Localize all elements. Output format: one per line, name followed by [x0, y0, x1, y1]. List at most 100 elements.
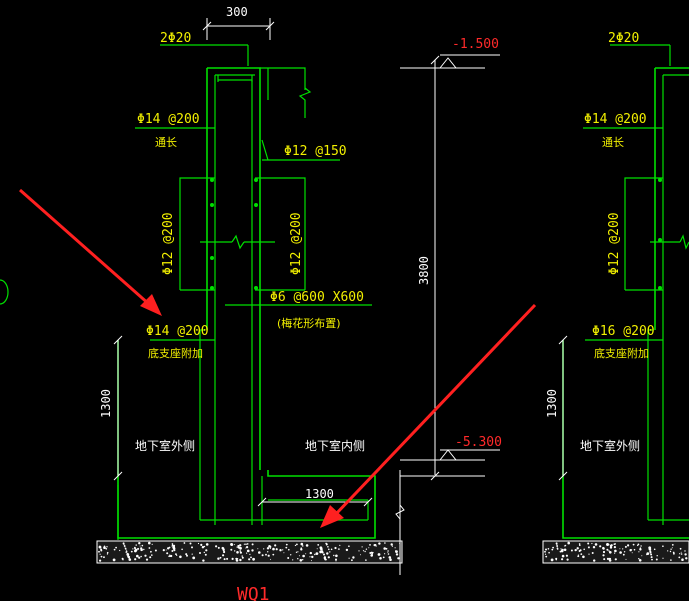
- gravel-speck: [670, 548, 672, 550]
- gravel-speck: [608, 559, 612, 562]
- gravel-speck: [249, 553, 251, 556]
- gravel-speck: [283, 552, 285, 554]
- gravel-speck: [673, 552, 675, 555]
- gravel-speck: [352, 556, 355, 559]
- right-phi14-200-label: Φ14 @200: [584, 112, 647, 127]
- gravel-speck: [316, 548, 318, 550]
- gravel-speck: [345, 548, 349, 552]
- gravel-speck: [622, 553, 625, 556]
- gravel-speck: [566, 558, 569, 561]
- gravel-speck: [633, 548, 636, 551]
- gravel-speck: [140, 555, 142, 558]
- gravel-speck: [154, 549, 157, 552]
- gravel-speck: [285, 546, 288, 549]
- gravel-speck: [99, 553, 101, 555]
- gravel-speck: [173, 544, 176, 547]
- gravel-speck: [592, 546, 596, 549]
- gravel-speck: [171, 545, 173, 547]
- gravel-speck: [577, 555, 579, 558]
- right-bar-2phi20-label: 2Φ20: [608, 31, 639, 46]
- gravel-speck: [335, 558, 337, 561]
- gravel-speck: [662, 545, 664, 547]
- gravel-speck: [300, 548, 303, 551]
- gravel-speck: [348, 557, 350, 559]
- gravel-speck: [261, 554, 264, 557]
- gravel-speck: [151, 554, 153, 556]
- gravel-speck: [325, 543, 328, 546]
- gravel-speck: [300, 542, 304, 546]
- gravel-speck: [287, 557, 290, 559]
- gravel-speck: [106, 553, 108, 555]
- gravel-speck: [641, 555, 643, 557]
- gravel-speck: [364, 550, 366, 553]
- gravel-speck: [179, 555, 182, 559]
- right-dim-1300-label: 1300: [545, 389, 559, 418]
- gravel-speck: [167, 547, 169, 550]
- gravel-speck: [285, 543, 288, 546]
- gravel-speck: [579, 549, 582, 552]
- gravel-speck: [279, 549, 282, 552]
- gravel-speck: [679, 553, 681, 555]
- gravel-speck: [671, 544, 674, 546]
- gravel-speck: [387, 550, 389, 552]
- gravel-speck: [274, 544, 277, 547]
- gravel-speck: [555, 559, 557, 561]
- gravel-speck: [171, 543, 174, 545]
- gravel-speck: [606, 557, 610, 561]
- gravel-speck: [614, 552, 616, 554]
- gravel-speck: [251, 549, 254, 552]
- gravel-speck: [638, 558, 640, 560]
- dizhi-fujia-label: 底支座附加: [148, 346, 203, 360]
- gravel-speck: [678, 556, 681, 559]
- gravel-speck: [394, 547, 396, 549]
- gravel-speck: [625, 558, 627, 560]
- gravel-speck: [389, 558, 392, 560]
- gravel-speck: [631, 549, 633, 551]
- gravel-speck: [609, 544, 612, 547]
- bar-phi12-200-right-label: Φ12 @200: [289, 212, 304, 275]
- gravel-speck: [239, 544, 242, 547]
- gravel-speck: [241, 556, 244, 559]
- elevation-top-label: -1.500: [452, 37, 499, 52]
- gravel-speck: [327, 546, 329, 548]
- gravel-speck: [372, 551, 374, 554]
- gravel-speck: [587, 546, 590, 549]
- gravel-speck: [143, 548, 145, 551]
- gravel-speck: [98, 545, 102, 549]
- gravel-speck: [662, 557, 664, 559]
- gravel-speck: [150, 550, 152, 553]
- gravel-speck: [201, 546, 205, 549]
- gravel-speck: [186, 554, 188, 557]
- gravel-speck: [202, 559, 205, 562]
- gravel-speck: [591, 552, 594, 554]
- gravel-speck: [632, 543, 635, 546]
- gravel-speck: [382, 556, 385, 559]
- gravel-speck: [138, 542, 141, 545]
- gravel-speck: [365, 559, 367, 561]
- gravel-speck: [627, 544, 630, 547]
- gravel-speck: [327, 556, 330, 559]
- gravel-speck: [602, 547, 605, 550]
- gravel-speck: [333, 554, 335, 557]
- dim-1300-horiz-label: 1300: [305, 487, 334, 501]
- gravel-speck: [100, 555, 103, 558]
- gravel-speck: [614, 558, 617, 561]
- gravel-speck: [144, 554, 147, 557]
- gravel-speck: [631, 552, 633, 554]
- gravel-speck: [251, 543, 254, 546]
- inside-label: 地下室内侧: [305, 438, 365, 453]
- gravel-speck: [362, 550, 365, 552]
- red-arrow-right: [320, 303, 537, 528]
- bar-phi14-200-label: Φ14 @200: [137, 112, 200, 127]
- gravel-speck: [222, 554, 225, 557]
- gravel-speck: [297, 551, 299, 553]
- gravel-speck: [245, 543, 247, 545]
- gravel-speck: [339, 544, 341, 547]
- gravel-speck: [115, 546, 117, 549]
- gravel-speck: [384, 553, 386, 555]
- gravel-speck: [309, 551, 312, 555]
- gravel-speck: [272, 553, 275, 556]
- gravel-speck: [124, 546, 126, 548]
- gravel-speck: [231, 557, 234, 561]
- gravel-speck: [246, 552, 248, 554]
